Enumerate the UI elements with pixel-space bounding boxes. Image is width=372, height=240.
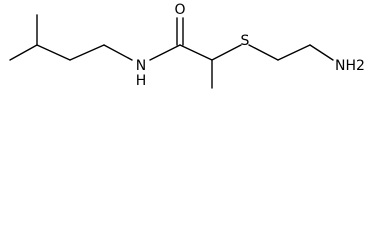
- bond-ch2-n: [103, 44, 133, 61]
- bond-layer: [9, 14, 334, 89]
- bond-ch2-nh2: [309, 44, 334, 61]
- bond-alpha-s: [211, 44, 242, 61]
- sulfur-label: S: [241, 33, 250, 49]
- amine-label: NH2: [335, 58, 365, 74]
- bond-ch2-ch2: [69, 44, 105, 61]
- bond-n-carbonyl: [149, 44, 181, 61]
- bond-s-ch2: [248, 44, 279, 61]
- atom-label-layer: O N H S NH2: [136, 2, 365, 89]
- nitrogen-hydrogen-label: H: [136, 73, 147, 89]
- bond-ch3-ch-left: [9, 44, 38, 61]
- nitrogen-label: N: [136, 58, 146, 74]
- oxygen-label: O: [174, 2, 185, 18]
- bond-ch2-ch2-right: [277, 44, 311, 61]
- bond-carbonyl-alpha: [179, 44, 213, 61]
- molecule-drawing: O N H S NH2: [9, 2, 365, 89]
- bond-ch-ch2: [36, 44, 71, 61]
- structure-canvas: O N H S NH2: [0, 0, 372, 111]
